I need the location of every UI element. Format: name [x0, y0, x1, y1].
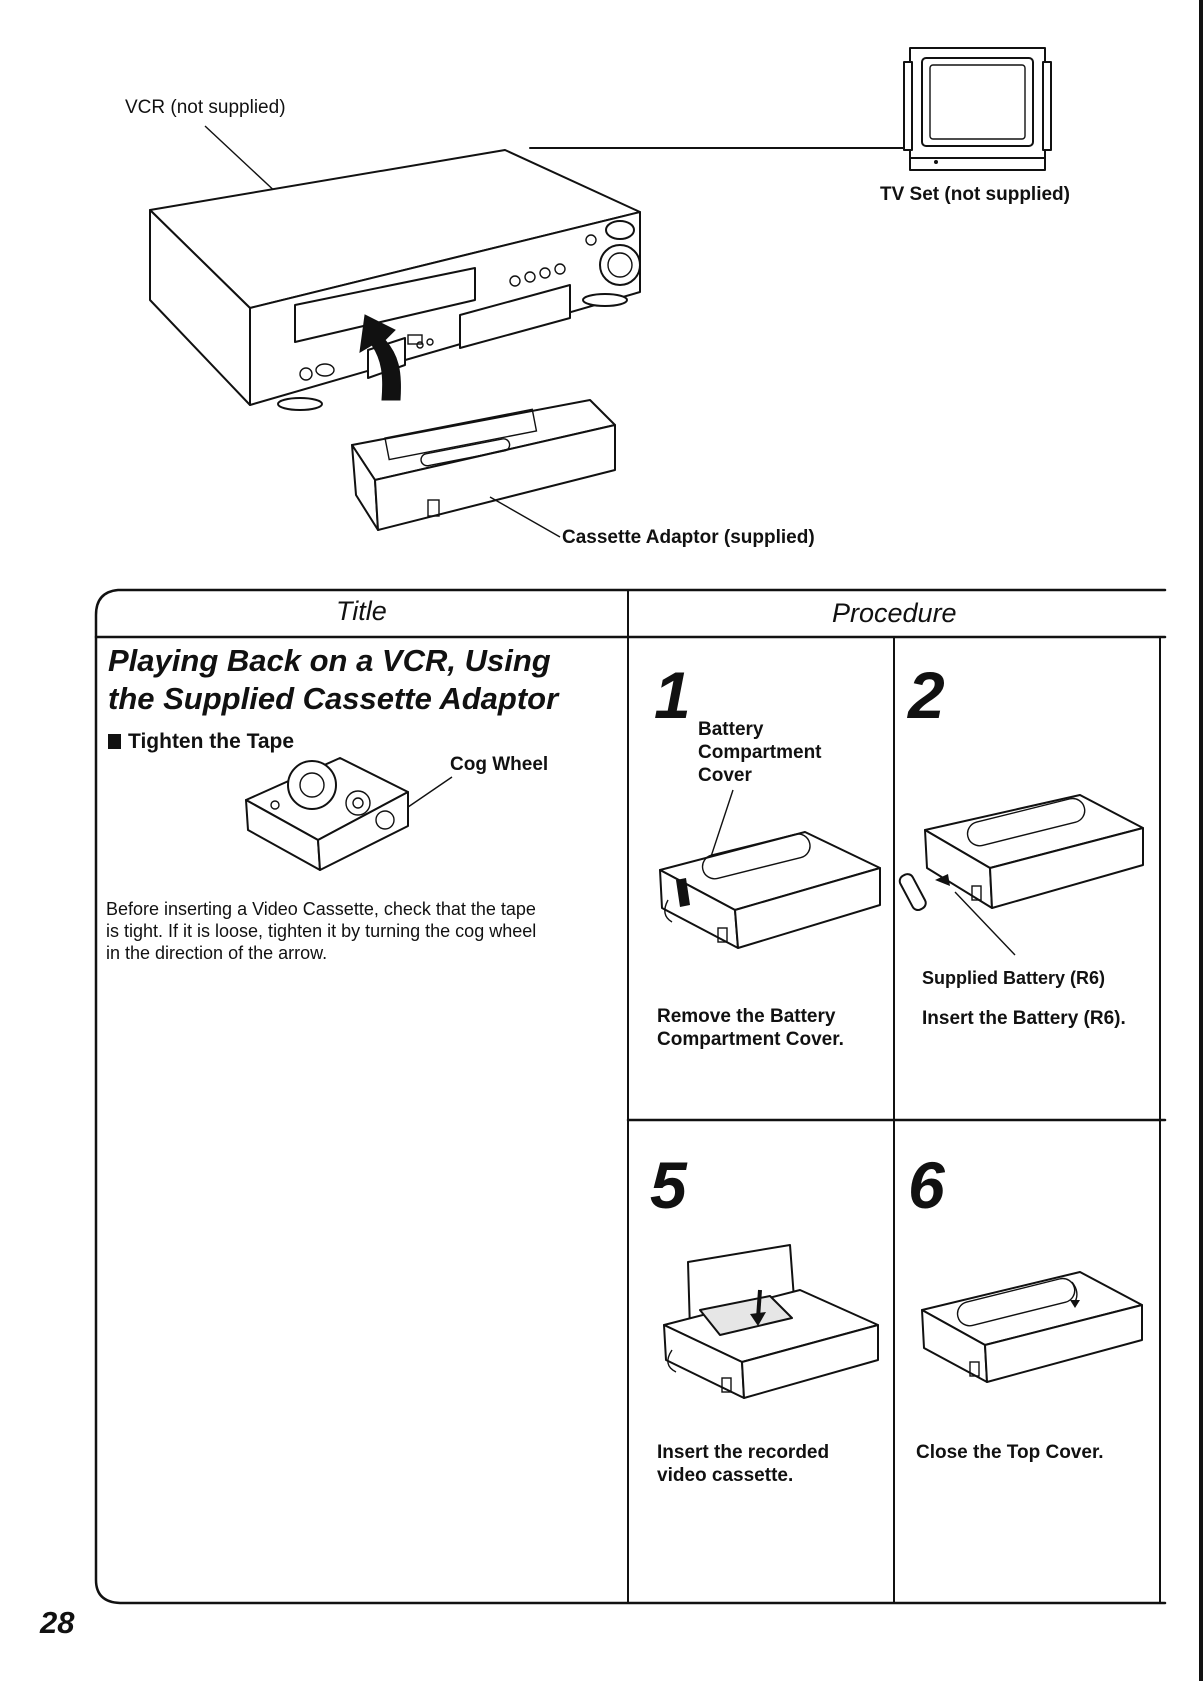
step-2-number: 2: [908, 658, 945, 732]
step-5-adaptor-drawing: [663, 1244, 879, 1399]
step-1-callout-line3: Cover: [698, 765, 752, 786]
step-1-number: 1: [654, 658, 691, 732]
tighten-instructions: Before inserting a Video Cassette, check…: [106, 898, 536, 964]
vcr-drawing: [149, 125, 911, 538]
step-1-callout-line1: Battery: [698, 719, 764, 740]
cog-wheel-label: Cog Wheel: [450, 754, 549, 775]
step-1-callout: Battery Compartment Cover: [698, 718, 822, 787]
adaptor-label: Cassette Adaptor (supplied): [562, 527, 815, 548]
tv-drawing: [903, 47, 1052, 171]
page-number: 28: [40, 1605, 75, 1640]
step-6-number: 6: [908, 1148, 945, 1222]
procedure-header: Procedure: [832, 598, 957, 628]
page-title: Playing Back on a VCR, Using the Supplie…: [108, 642, 558, 718]
step-1-text-line1: Remove the Battery: [657, 1006, 836, 1027]
vcr-label: VCR (not supplied): [125, 97, 286, 118]
step-6-text: Close the Top Cover.: [916, 1441, 1104, 1464]
step-5-number: 5: [650, 1148, 687, 1222]
step-5-text-line1: Insert the recorded: [657, 1442, 830, 1463]
step-5-text-line2: video cassette.: [657, 1465, 794, 1486]
step-6-text-line1: Close the Top Cover.: [916, 1442, 1104, 1463]
step-1-callout-line2: Compartment: [698, 742, 822, 763]
body-line3: in the direction of the arrow.: [106, 943, 328, 963]
step-1-adaptor-drawing: [659, 789, 881, 949]
subheading-text: Tighten the Tape: [128, 730, 295, 753]
step-2-callout: Supplied Battery (R6): [922, 968, 1106, 988]
step-2-adaptor-drawing: [898, 794, 1144, 956]
step-2-text: Insert the Battery (R6).: [922, 1007, 1126, 1030]
tv-label: TV Set (not supplied): [880, 184, 1070, 205]
step-1-text: Remove the Battery Compartment Cover.: [657, 1005, 844, 1051]
step-5-text: Insert the recorded video cassette.: [657, 1441, 829, 1487]
cassette-cog-drawing: [245, 757, 453, 871]
step-6-adaptor-drawing: [921, 1271, 1143, 1383]
body-line1: Before inserting a Video Cassette, check…: [106, 899, 536, 919]
body-line2: is tight. If it is loose, tighten it by …: [106, 921, 537, 941]
subheading: Tighten the Tape: [108, 730, 294, 754]
title-header: Title: [336, 596, 387, 626]
step-2-text-line1: Insert the Battery (R6).: [922, 1008, 1126, 1029]
square-bullet-icon: [108, 734, 121, 749]
page-title-line2: the Supplied Cassette Adaptor: [108, 681, 559, 716]
step-1-text-line2: Compartment Cover.: [657, 1029, 844, 1050]
page-title-line1: Playing Back on a VCR, Using: [108, 643, 551, 678]
